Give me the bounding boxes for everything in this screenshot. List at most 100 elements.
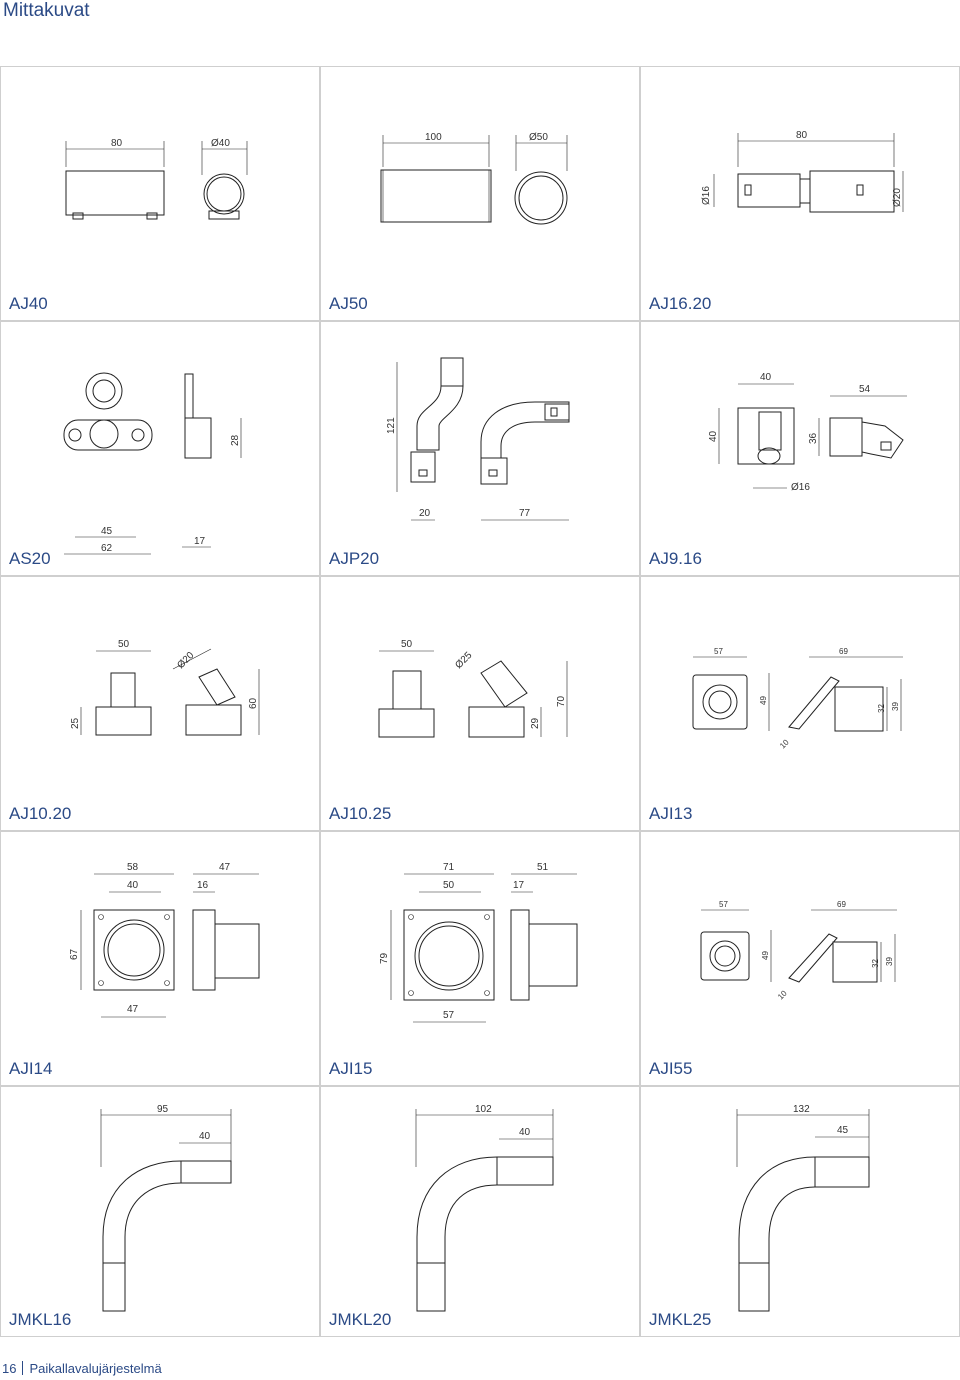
aj9-16-dim-36: 36 [808,432,819,444]
drawing-cell-jmkl20: 102 40 JMKL20 [320,1086,640,1337]
aj16-20-dim-d16: Ø16 [701,186,712,205]
aji55-dim-69: 69 [837,900,846,909]
drawing-cell-jmkl25: 132 45 JMKL25 [640,1086,960,1337]
jmkl20-drawing: 102 40 [415,1104,554,1312]
cell-label-aji13: AJI13 [649,804,693,823]
drawing-cell-jmkl16: 95 40 JMKL16 [0,1086,320,1337]
jmkl25-drawing: 132 45 [736,1104,870,1312]
aji55-dim-57: 57 [719,900,728,909]
aj10-20-dim-d20: Ø20 [175,650,196,671]
aji55-dim-10: 10 [776,988,789,1001]
aj40-dim-diameter: Ø40 [211,138,230,149]
cell-label-aji15: AJI15 [329,1059,373,1078]
aji55-dim-32: 32 [871,959,880,968]
drawing-cell-aj10-20: 50 25 Ø20 60 AJ10.20 [0,576,320,831]
aji14-dim-40: 40 [127,880,139,891]
aj9-16-dim-40-side: 40 [708,430,719,442]
aji13-dim-39: 39 [891,702,900,711]
aj9-16-dim-40-top: 40 [760,372,772,383]
drawing-cell-aji55: 57 69 49 32 39 10 AJI55 [640,831,960,1086]
aji15-dim-57: 57 [443,1010,455,1021]
drawing-grid: 80 Ø40 AJ40 100 Ø50 [0,66,960,1337]
as20-dim-45: 45 [101,526,113,537]
aj16-20-drawing: 80 Ø16 Ø20 [701,130,904,213]
jmkl20-dim-40: 40 [519,1127,531,1138]
aji15-dim-50: 50 [443,880,455,891]
aj9-16-dim-54: 54 [859,384,871,395]
footer-section-title: Paikallavalujärjestelmä [29,1361,162,1376]
page-footer: 16 Paikallavalujärjestelmä [2,1361,162,1376]
aj10-25-drawing: 50 Ø25 29 70 [378,639,568,738]
aj10-25-dim-70: 70 [556,695,567,707]
cell-label-aj9-16: AJ9.16 [649,549,702,568]
aji13-dim-10: 10 [778,737,791,750]
aj40-drawing: 80 Ø40 [65,138,248,220]
aji14-dim-58: 58 [127,862,139,873]
aj10-20-dim-25: 25 [70,717,81,729]
drawing-cell-aji15: 71 50 79 57 51 17 AJI15 [320,831,640,1086]
drawing-cell-aji13: 57 69 49 32 39 10 AJI13 [640,576,960,831]
as20-dim-62: 62 [101,543,113,554]
aji15-drawing: 71 50 79 57 51 17 [379,862,578,1023]
aji15-dim-79: 79 [379,952,390,964]
cell-label-jmkl20: JMKL20 [329,1310,392,1329]
as20-dim-28: 28 [230,434,241,446]
aj50-dim-length: 100 [425,132,442,143]
jmkl25-dim-132: 132 [793,1104,810,1115]
jmkl16-dim-95: 95 [157,1104,169,1115]
jmkl25-dim-45: 45 [837,1125,849,1136]
aji15-dim-17: 17 [513,880,525,891]
cell-label-jmkl16: JMKL16 [9,1310,72,1329]
aji15-dim-71: 71 [443,862,455,873]
aji14-dim-67: 67 [69,948,80,960]
aji14-dim-47-top: 47 [219,862,231,873]
aji13-dim-32: 32 [877,704,886,713]
aj10-20-drawing: 50 25 Ø20 60 [70,639,260,736]
aji14-drawing: 58 40 67 47 47 16 [69,862,260,1018]
cell-label-aj40: AJ40 [9,294,48,313]
page-title: Mittakuvat [3,0,90,21]
cell-label-aj10-25: AJ10.25 [329,804,392,823]
jmkl20-dim-102: 102 [475,1104,492,1115]
aj10-20-dim-60: 60 [248,697,259,709]
aj10-25-dim-50: 50 [401,639,413,650]
aj10-25-dim-d25: Ø25 [453,650,474,671]
cell-label-aj50: AJ50 [329,294,368,313]
drawing-cell-aj16-20: 80 Ø16 Ø20 AJ16.20 [640,66,960,321]
as20-drawing: 45 62 17 28 [63,372,242,555]
drawing-cell-aj10-25: 50 Ø25 29 70 AJ10.25 [320,576,640,831]
jmkl16-dim-40: 40 [199,1131,211,1142]
aji13-dim-69: 69 [839,647,848,656]
drawing-cell-aj50: 100 Ø50 AJ50 [320,66,640,321]
aj9-16-dim-d16: Ø16 [791,482,810,493]
drawing-cell-aji14: 58 40 67 47 47 16 AJI14 [0,831,320,1086]
cell-label-aj10-20: AJ10.20 [9,804,72,823]
cell-label-aji55: AJI55 [649,1059,693,1078]
aj10-25-dim-29: 29 [530,717,541,729]
aji55-dim-39: 39 [885,957,894,966]
aji55-dim-49: 49 [761,951,770,960]
drawing-cell-aj40: 80 Ø40 AJ40 [0,66,320,321]
drawing-cell-as20: 45 62 17 28 AS20 [0,321,320,576]
aji14-dim-16: 16 [197,880,209,891]
aj16-20-dim-length: 80 [796,130,808,141]
aji15-dim-51: 51 [537,862,549,873]
aj10-20-dim-50: 50 [118,639,130,650]
aj50-dim-diameter: Ø50 [529,132,548,143]
drawing-cell-aj9-16: 40 54 40 Ø16 36 AJ9.16 [640,321,960,576]
cell-label-as20: AS20 [9,549,51,568]
aji13-drawing: 57 69 49 32 39 10 [692,647,903,750]
page-number: 16 [2,1361,17,1376]
aji14-dim-47-bottom: 47 [127,1004,139,1015]
aj9-16-drawing: 40 54 40 Ø16 36 [708,372,907,493]
aji13-dim-57: 57 [714,647,723,656]
drawing-cell-ajp20: 121 20 77 AJP20 [320,321,640,576]
ajp20-drawing: 121 20 77 [386,357,570,521]
footer-separator [22,1361,24,1375]
ajp20-dim-121: 121 [386,417,397,434]
cell-label-aj16-20: AJ16.20 [649,294,712,313]
jmkl16-drawing: 95 40 [100,1104,232,1312]
as20-dim-17: 17 [194,536,206,547]
aj50-drawing: 100 Ø50 [380,132,568,225]
ajp20-dim-77: 77 [519,508,531,519]
